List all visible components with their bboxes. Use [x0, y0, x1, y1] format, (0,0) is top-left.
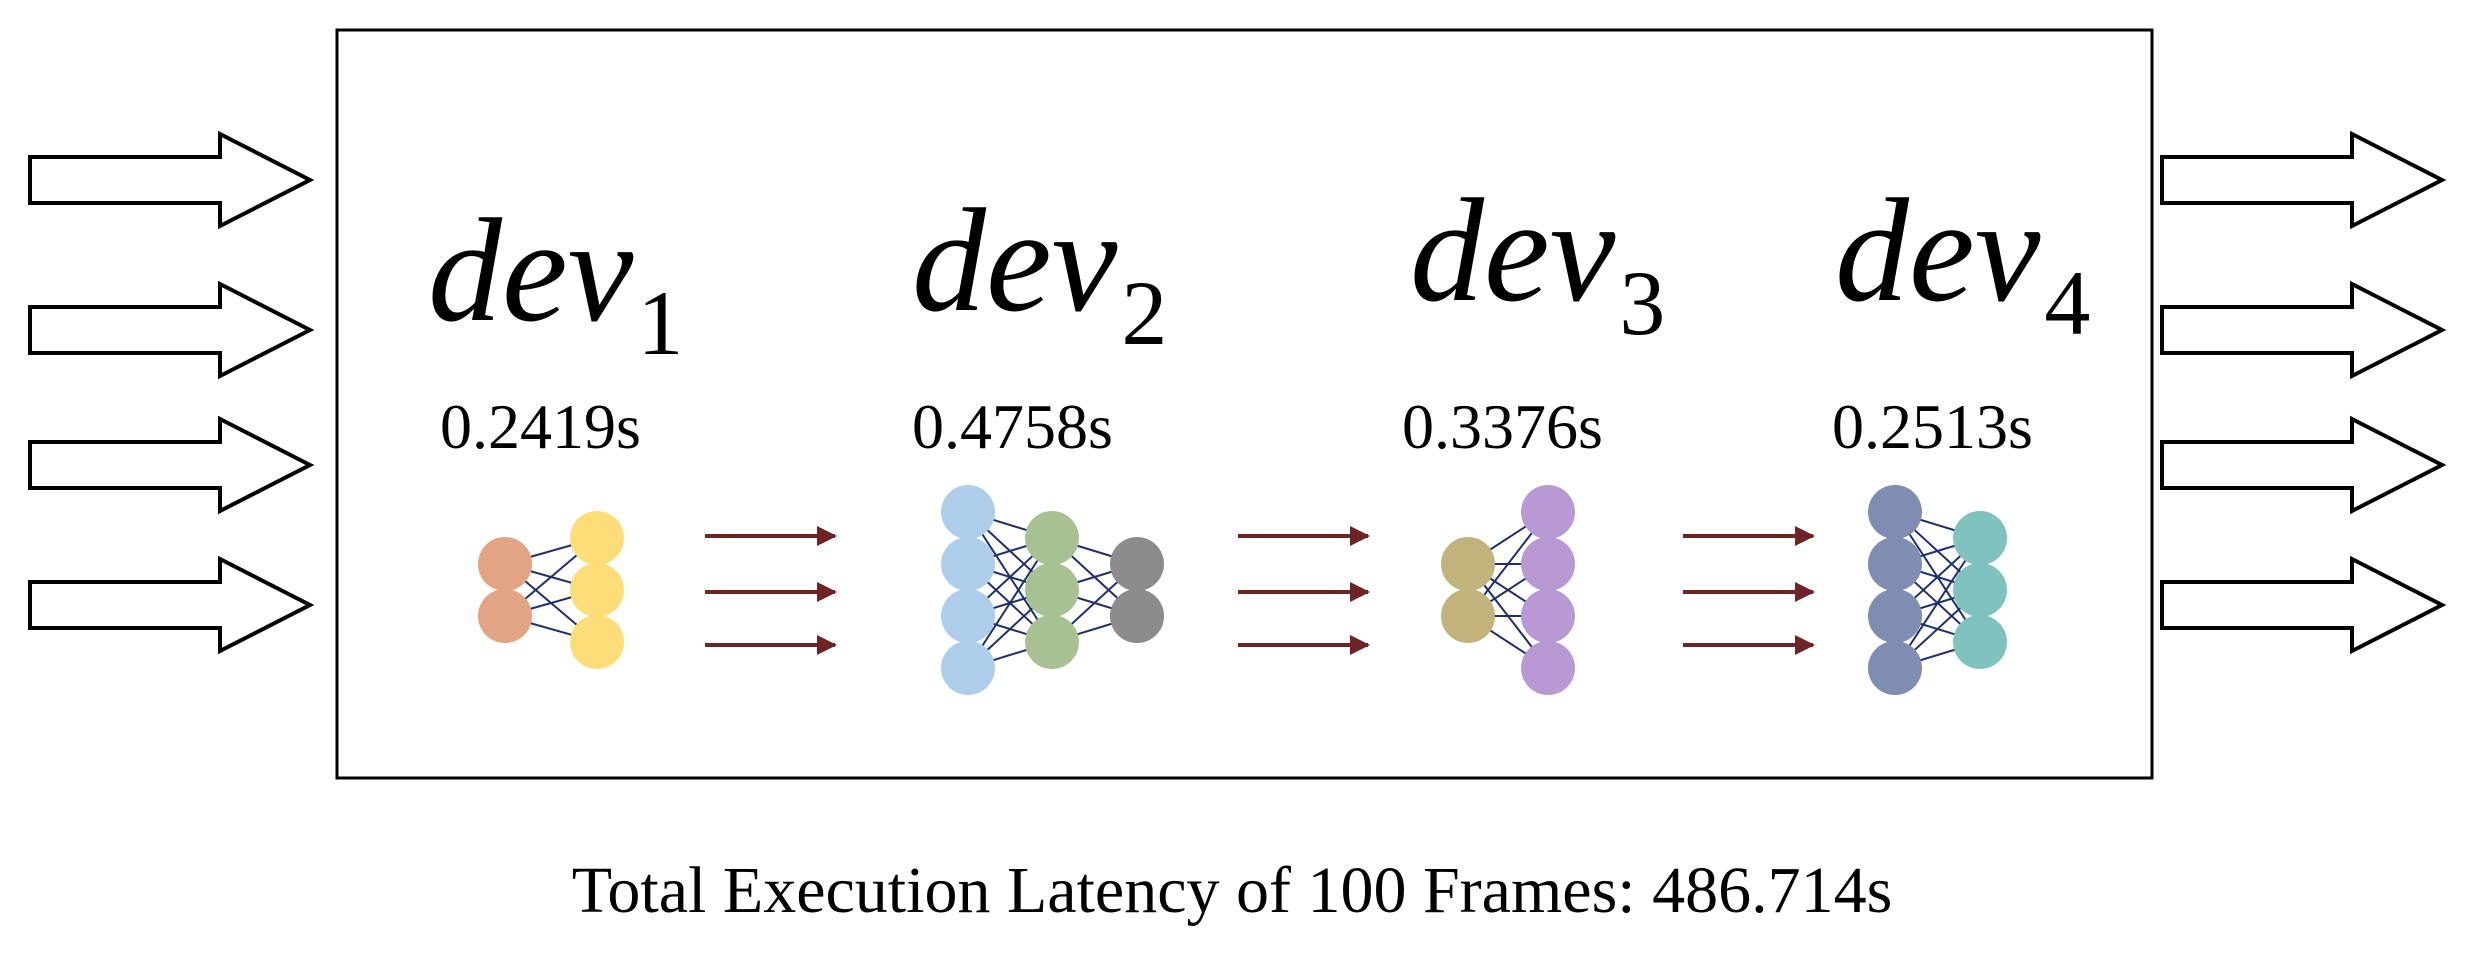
- output-arrow-2: [2160, 280, 2447, 380]
- device-index-3: 3: [1619, 252, 1665, 354]
- neuron-node: [941, 485, 995, 539]
- device-label-3: dev3 0.3376s: [1402, 169, 1665, 462]
- neuron-node: [1110, 537, 1164, 591]
- device-time-4: 0.2513s: [1832, 391, 2033, 462]
- neuron-node: [570, 615, 624, 669]
- neuron-node: [1521, 641, 1575, 695]
- neuron-node: [1441, 589, 1495, 643]
- device-name-4: dev: [1835, 169, 2041, 333]
- device-index-2: 2: [1121, 262, 1167, 364]
- neuron-node: [478, 589, 532, 643]
- device-name-2: dev: [912, 179, 1118, 343]
- neuron-node: [1868, 537, 1922, 591]
- svg-text:dev2: dev2: [912, 179, 1167, 364]
- device-time-3: 0.3376s: [1402, 391, 1603, 462]
- device-label-4: dev4 0.2513s: [1832, 169, 2090, 462]
- device-index-4: 4: [2044, 252, 2090, 354]
- input-arrow-2: [28, 280, 315, 380]
- network-3: [1441, 485, 1575, 695]
- device-name-1: dev: [428, 189, 634, 353]
- network-4: [1868, 485, 2007, 695]
- neuron-node: [1953, 563, 2007, 617]
- neuron-node: [1441, 537, 1495, 591]
- neuron-node: [1521, 485, 1575, 539]
- neuron-node: [1521, 537, 1575, 591]
- device-time-2: 0.4758s: [912, 391, 1113, 462]
- neuron-node: [1868, 485, 1922, 539]
- network-illustrations: [478, 485, 2007, 695]
- svg-text:dev4: dev4: [1835, 169, 2090, 354]
- device-label-1: dev1 0.2419s: [428, 189, 683, 462]
- neuron-node: [941, 589, 995, 643]
- neuron-node: [1868, 641, 1922, 695]
- device-label-2: dev2 0.4758s: [912, 179, 1167, 462]
- neuron-node: [570, 563, 624, 617]
- network-1: [478, 511, 624, 669]
- output-arrow-4: [2160, 555, 2447, 655]
- neuron-node: [478, 537, 532, 591]
- input-arrow-4: [28, 555, 315, 655]
- neuron-node: [1025, 563, 1079, 617]
- neuron-node: [1110, 589, 1164, 643]
- neuron-node: [1953, 511, 2007, 565]
- neuron-node: [1868, 589, 1922, 643]
- output-arrow-3: [2160, 415, 2447, 515]
- output-arrow-1: [2160, 130, 2447, 230]
- neuron-node: [1953, 615, 2007, 669]
- device-cluster-box: [335, 28, 2154, 780]
- input-arrow-3: [28, 415, 315, 515]
- neuron-node: [1521, 589, 1575, 643]
- network-2: [941, 485, 1164, 695]
- pipeline-arrows: [705, 526, 1815, 655]
- neuron-node: [941, 537, 995, 591]
- neuron-node: [570, 511, 624, 565]
- neuron-node: [941, 641, 995, 695]
- device-index-1: 1: [637, 272, 683, 374]
- device-time-1: 0.2419s: [440, 391, 641, 462]
- total-latency-caption: Total Execution Latency of 100 Frames: 4…: [572, 854, 1893, 927]
- neuron-node: [1025, 615, 1079, 669]
- input-arrow-1: [28, 130, 315, 230]
- svg-text:dev1: dev1: [428, 189, 683, 374]
- io-arrows: [28, 130, 2447, 655]
- device-name-3: dev: [1410, 169, 1616, 333]
- neuron-node: [1025, 511, 1079, 565]
- svg-text:dev3: dev3: [1410, 169, 1665, 354]
